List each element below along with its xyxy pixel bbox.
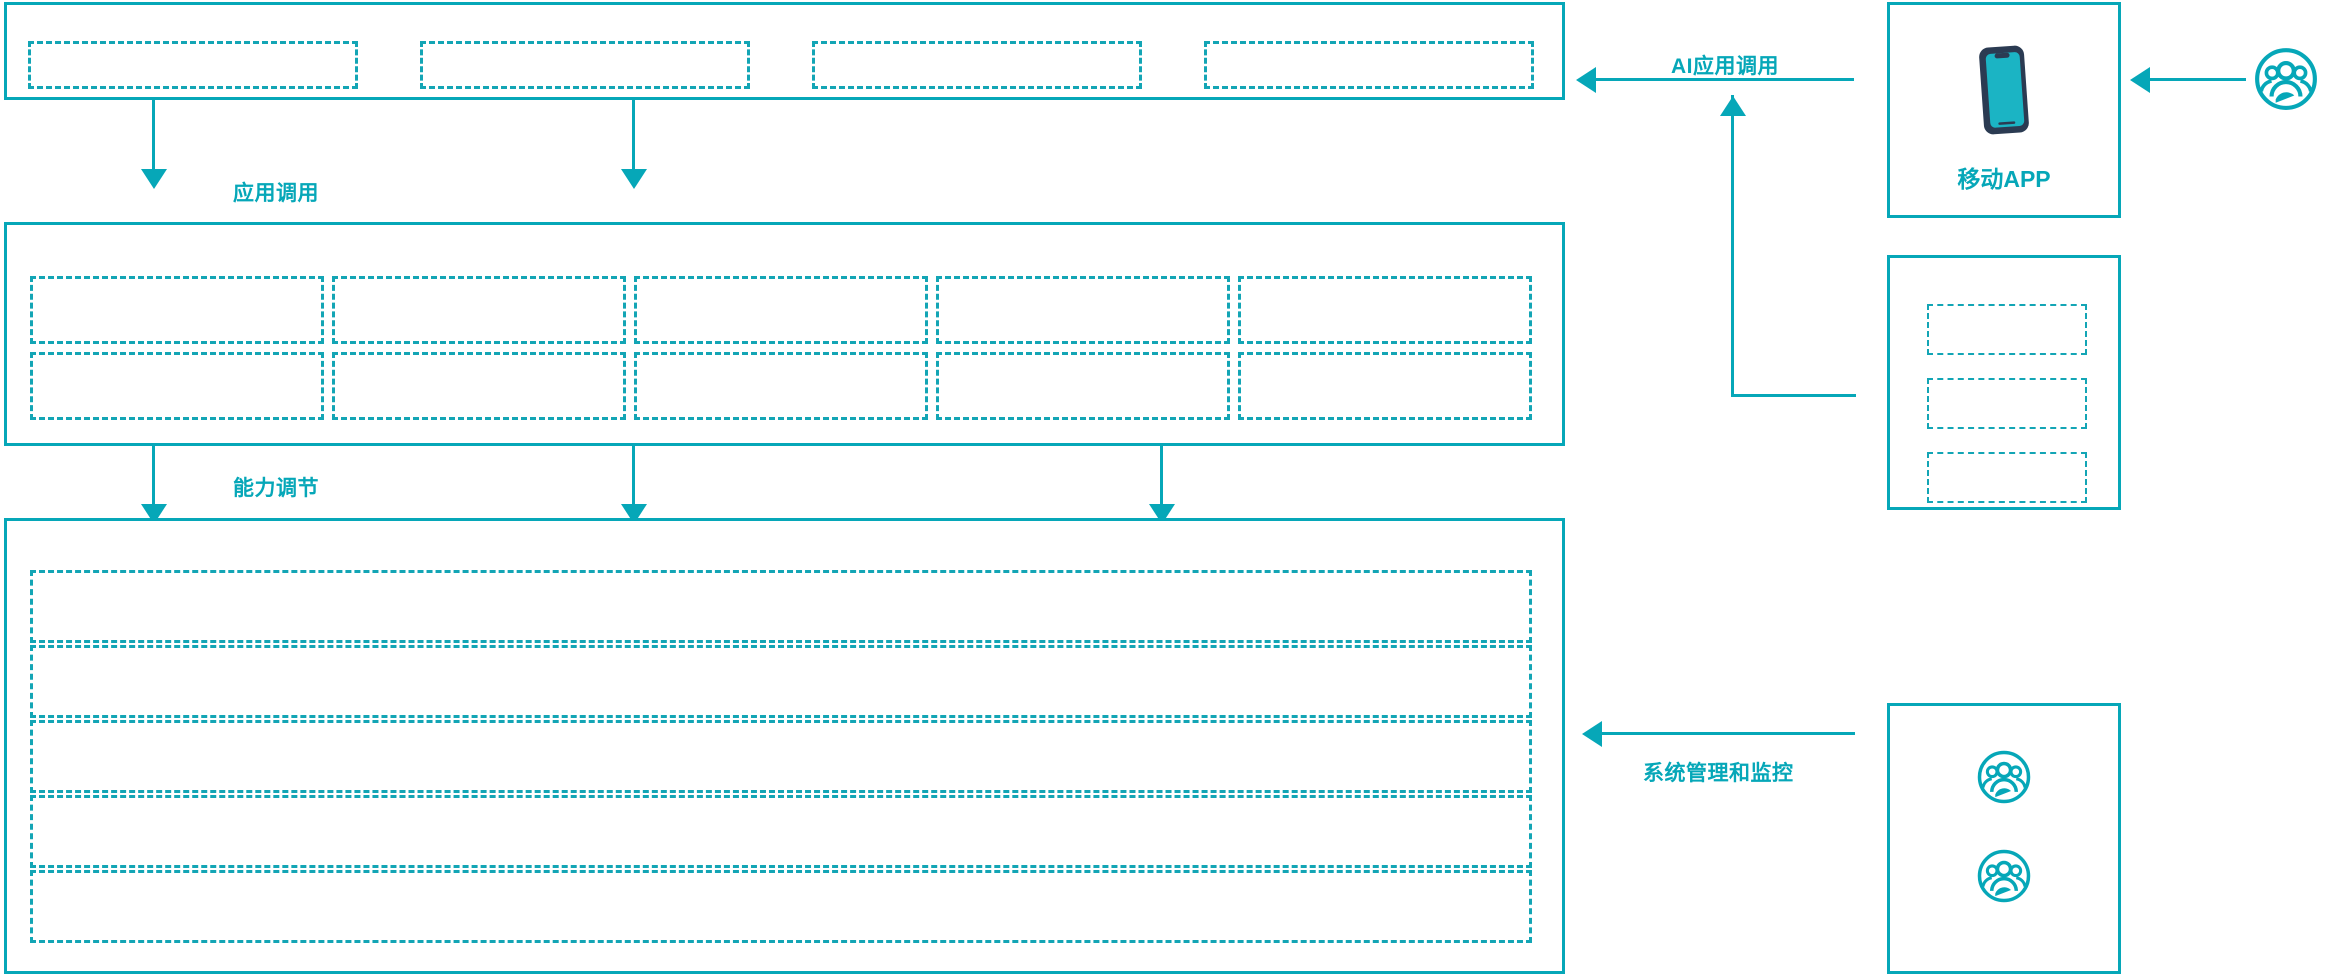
ai-app-invoke-riser-foot [1731,394,1856,397]
application-slot-2[interactable] [420,41,750,89]
capability-slot-3[interactable] [634,276,928,344]
capability-layer-panel [4,222,1565,446]
admin-user-group-icon-1 [1976,749,2032,810]
app-invoke-label: 应用调用 [233,182,319,205]
infrastructure-slot-3[interactable] [30,720,1532,793]
channel-slot-3[interactable] [1927,452,2087,503]
external-user-group-icon [2253,46,2319,117]
app-invoke-arrow-line-right [632,100,635,172]
capability-tune-label: 能力调节 [233,477,319,500]
ai-app-invoke-line [1594,78,1854,81]
capability-tune-arrow-line-2 [632,446,635,507]
application-slot-1[interactable] [28,41,358,89]
capability-slot-2[interactable] [332,276,626,344]
capability-slot-1[interactable] [30,276,324,344]
capability-slot-8[interactable] [634,352,928,420]
capability-tune-arrow-line-1 [152,446,155,507]
system-admin-monitor-label: 系统管理和监控 [1643,762,1794,785]
capability-slot-7[interactable] [332,352,626,420]
capability-slot-10[interactable] [1238,352,1532,420]
infrastructure-slot-4[interactable] [30,795,1532,868]
mobile-app-panel[interactable]: 移动APP [1887,2,2121,218]
app-invoke-arrow-head-right [621,169,647,189]
capability-tune-arrow-line-3 [1160,446,1163,507]
application-slot-3[interactable] [812,41,1142,89]
external-user-arrow-head [2130,67,2150,93]
external-user-arrow-line [2148,78,2246,81]
channel-slot-1[interactable] [1927,304,2087,355]
ai-app-invoke-arrow-head [1576,67,1596,93]
app-invoke-arrow-line-left [152,100,155,172]
channel-panel[interactable] [1887,255,2121,510]
application-layer-panel [4,2,1565,100]
app-invoke-arrow-head-left [141,169,167,189]
admin-user-group-icon-2 [1976,848,2032,909]
infrastructure-slot-2[interactable] [30,645,1532,718]
application-slot-4[interactable] [1204,41,1534,89]
channel-slot-2[interactable] [1927,378,2087,429]
ai-app-invoke-riser-head [1720,96,1746,116]
ai-app-invoke-riser [1731,95,1734,397]
system-admin-monitor-line [1600,732,1855,735]
infrastructure-slot-5[interactable] [30,870,1532,943]
capability-slot-5[interactable] [1238,276,1532,344]
system-admin-monitor-arrow-head [1582,721,1602,747]
mobile-phone-icon [1973,43,2035,142]
ai-app-invoke-label: AI应用调用 [1671,55,1779,78]
infrastructure-layer-panel [4,518,1565,974]
capability-slot-6[interactable] [30,352,324,420]
capability-slot-9[interactable] [936,352,1230,420]
mobile-app-label: 移动APP [1957,166,2051,192]
infrastructure-slot-1[interactable] [30,570,1532,643]
admin-panel[interactable] [1887,703,2121,974]
capability-slot-4[interactable] [936,276,1230,344]
